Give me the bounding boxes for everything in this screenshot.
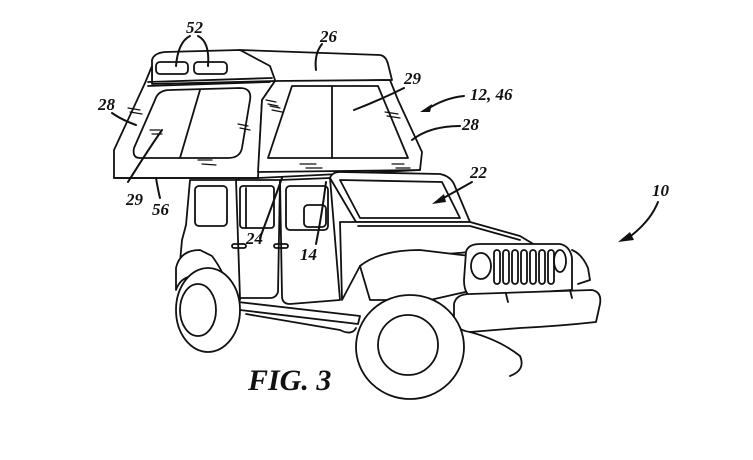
rear-wheel: [175, 267, 241, 353]
vehicle-front-door: [279, 177, 341, 305]
camper-window-right: [267, 85, 409, 159]
vehicle: [175, 171, 602, 400]
reference-labels: 52 26 28 29 56 29 12, 46 28 22 24: [97, 18, 670, 264]
roof-light: [193, 61, 228, 75]
headlight-right: [553, 249, 567, 273]
door-handle: [273, 243, 289, 249]
windshield: [329, 171, 471, 223]
label-roof: 26: [319, 27, 338, 46]
label-side-wall-left: 28: [97, 95, 116, 114]
side-step: [237, 301, 361, 325]
front-fender: [359, 249, 478, 301]
label-side-wall-right: 28: [461, 115, 480, 134]
front-wheel: [355, 294, 465, 400]
door-handle: [231, 243, 247, 249]
side-mirror: [303, 204, 327, 228]
label-vehicle: 10: [652, 181, 670, 200]
roof-light: [155, 61, 189, 75]
front-bumper: [453, 289, 602, 333]
camper-shell: [113, 49, 423, 179]
label-roof-lights: 52: [186, 18, 204, 37]
label-window-left: 29: [125, 190, 144, 209]
label-door: 14: [300, 245, 317, 264]
camper-window-left: [132, 87, 252, 159]
camper-roof: [151, 49, 393, 85]
camper-front-section: [257, 79, 423, 173]
label-pillar: 24: [245, 229, 263, 248]
label-windshield: 22: [469, 163, 488, 182]
label-base: 56: [152, 200, 170, 219]
headlight-left: [470, 252, 492, 280]
grille-slots: [493, 249, 555, 285]
figure-caption: FIG. 3: [247, 364, 331, 397]
label-camper-assembly: 12, 46: [470, 85, 513, 104]
vehicle-rear-door: [235, 179, 281, 299]
label-window-right: 29: [403, 69, 422, 88]
